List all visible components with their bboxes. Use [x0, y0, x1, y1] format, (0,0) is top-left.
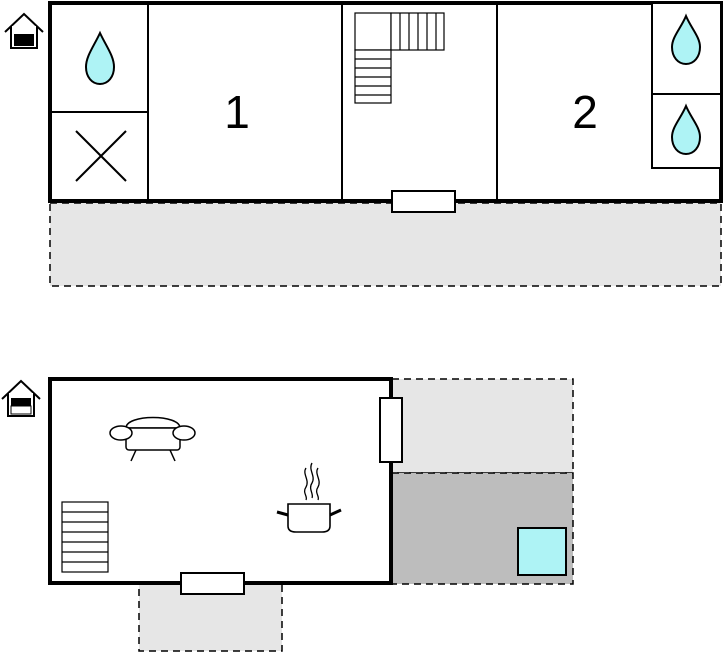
- water-drop-icon: [670, 103, 702, 156]
- pool-icon: [517, 527, 567, 576]
- door-icon: [180, 572, 245, 595]
- staircase-icon: [61, 501, 109, 573]
- upper-floor: 1 2: [4, 1, 723, 287]
- ground-floor: [1, 377, 574, 652]
- door-icon: [379, 397, 403, 463]
- entrance-terrace: [138, 583, 283, 652]
- room-label-1: 1: [224, 86, 250, 138]
- water-drop-icon: [84, 30, 116, 86]
- room-label-2: 2: [572, 86, 598, 138]
- upper-terrace: [49, 202, 722, 287]
- cooking-pot-icon: [276, 462, 342, 533]
- closed-room-icon: [75, 130, 127, 182]
- staircase-icon: [354, 12, 445, 104]
- floor-level-icon: [4, 12, 44, 49]
- floor-level-icon: [1, 379, 41, 417]
- sofa-icon: [109, 416, 196, 462]
- side-terrace: [391, 378, 574, 474]
- door-icon: [391, 190, 456, 213]
- water-drop-icon: [670, 13, 702, 66]
